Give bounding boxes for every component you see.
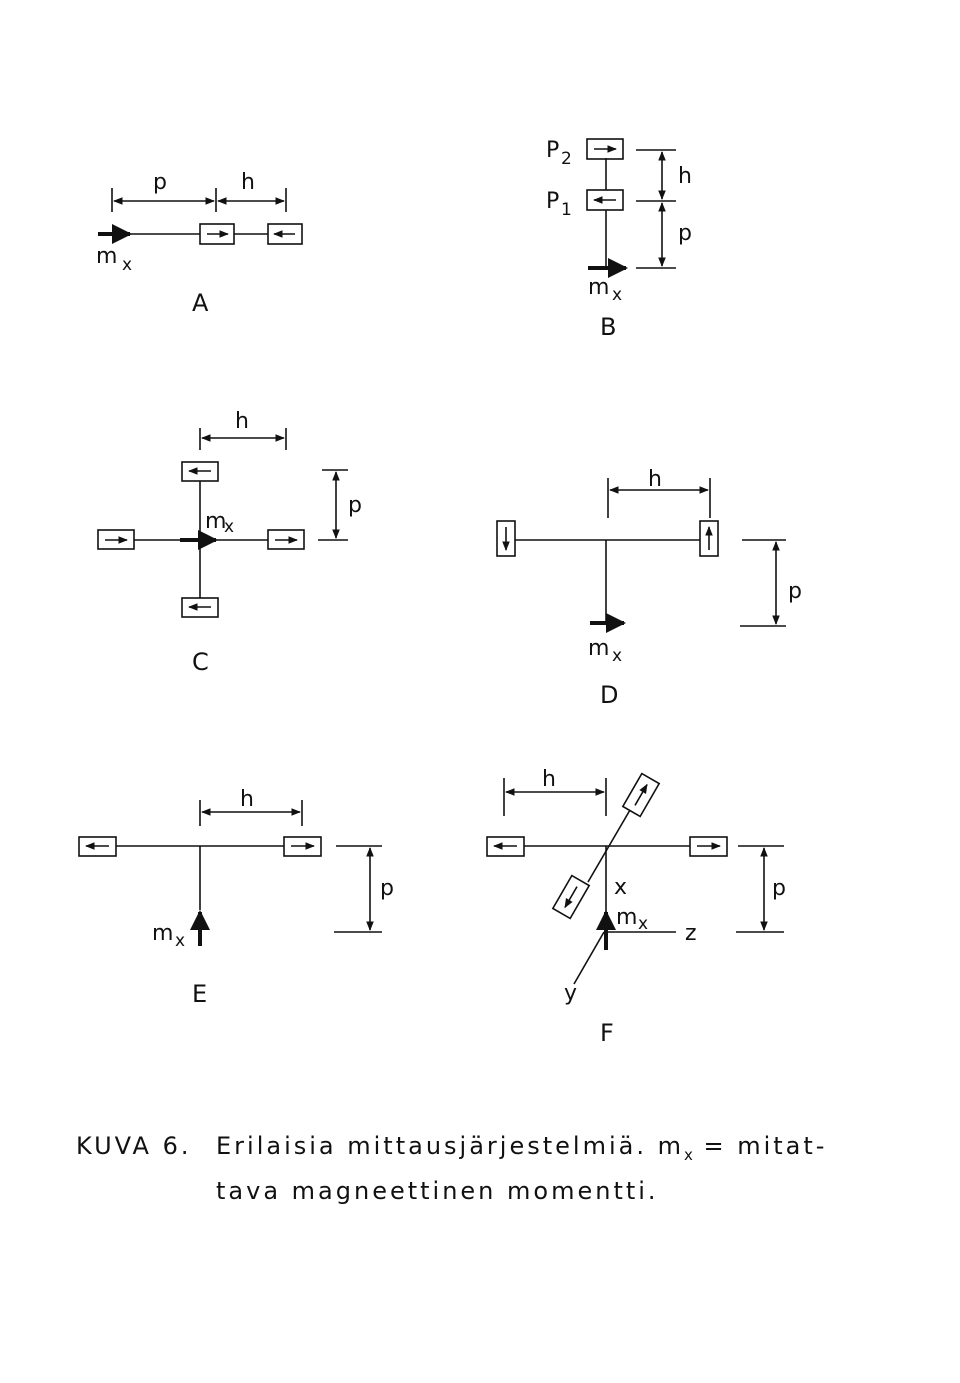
caption-text-1: Erilaisia mittausjärjestelmiä. m xyxy=(216,1132,684,1160)
sensor-box xyxy=(181,597,219,618)
sensor-box-tilted xyxy=(621,772,661,818)
label-x: x xyxy=(122,255,132,275)
label-p2-sub: 2 xyxy=(561,149,572,169)
label-h: h xyxy=(542,767,556,792)
caption-line-2: tava magneettinen momentti. xyxy=(216,1176,659,1205)
sensor-box-tilted xyxy=(551,874,591,920)
label-p: p xyxy=(380,876,394,901)
panel-label-e: E xyxy=(192,980,207,1008)
label-x: x xyxy=(175,931,185,951)
axis-y-line xyxy=(573,931,605,985)
label-axis-x: x xyxy=(614,875,627,900)
figure-caption: KUVA 6. Erilaisia mittausjärjestelmiä. mx… xyxy=(76,1128,936,1209)
panel-e xyxy=(78,800,382,946)
label-x: x xyxy=(224,517,234,537)
label-m: m xyxy=(588,636,609,661)
label-p: p xyxy=(678,221,692,246)
label-m: m xyxy=(205,509,226,534)
sensor-box xyxy=(586,138,624,160)
panel-c xyxy=(97,428,348,618)
label-h: h xyxy=(241,170,255,195)
sensor-box xyxy=(267,223,303,245)
sensor-box xyxy=(689,836,728,857)
label-p2: P xyxy=(546,138,559,163)
panel-label-a: A xyxy=(192,289,209,317)
panel-label-c: C xyxy=(192,648,209,676)
label-m: m xyxy=(616,905,637,930)
label-x: x xyxy=(612,646,622,666)
sensor-box xyxy=(181,461,219,482)
panel-label-f: F xyxy=(600,1019,614,1047)
label-m: m xyxy=(588,275,609,300)
panel-d xyxy=(496,478,786,633)
sensor-box xyxy=(496,520,516,557)
label-h: h xyxy=(678,164,692,189)
label-p1: P xyxy=(546,189,559,214)
caption-figure-number: KUVA 6. xyxy=(76,1132,192,1160)
caption-text-1-end: = mitat- xyxy=(692,1132,828,1160)
caption-subscript: x xyxy=(683,1145,693,1164)
panel-label-b: B xyxy=(600,313,616,341)
sensor-box xyxy=(283,836,322,857)
sensor-box xyxy=(586,189,624,211)
sensor-box xyxy=(199,223,235,245)
label-h: h xyxy=(240,787,254,812)
label-p: p xyxy=(348,493,362,518)
label-p1-sub: 1 xyxy=(561,200,572,220)
label-axis-y: y xyxy=(564,981,577,1006)
label-axis-z: z xyxy=(685,921,697,946)
sensor-box xyxy=(699,520,719,557)
panel-b xyxy=(586,138,676,278)
label-p: p xyxy=(788,579,802,604)
sensor-box xyxy=(97,529,135,550)
sensor-box xyxy=(78,836,117,857)
diagonal-sensor-line xyxy=(587,809,631,883)
label-m: m xyxy=(96,244,117,269)
sensor-box xyxy=(267,529,305,550)
label-x: x xyxy=(612,285,622,305)
panel-f xyxy=(486,772,784,985)
panel-a xyxy=(98,188,303,245)
label-m: m xyxy=(152,921,173,946)
label-p: p xyxy=(772,876,786,901)
caption-line-1: KUVA 6. Erilaisia mittausjärjestelmiä. mx… xyxy=(76,1128,936,1173)
label-h: h xyxy=(235,409,249,434)
label-h: h xyxy=(648,467,662,492)
sensor-box xyxy=(486,836,525,857)
label-x: x xyxy=(638,914,648,934)
panel-label-d: D xyxy=(600,681,618,709)
label-p: p xyxy=(153,170,167,195)
